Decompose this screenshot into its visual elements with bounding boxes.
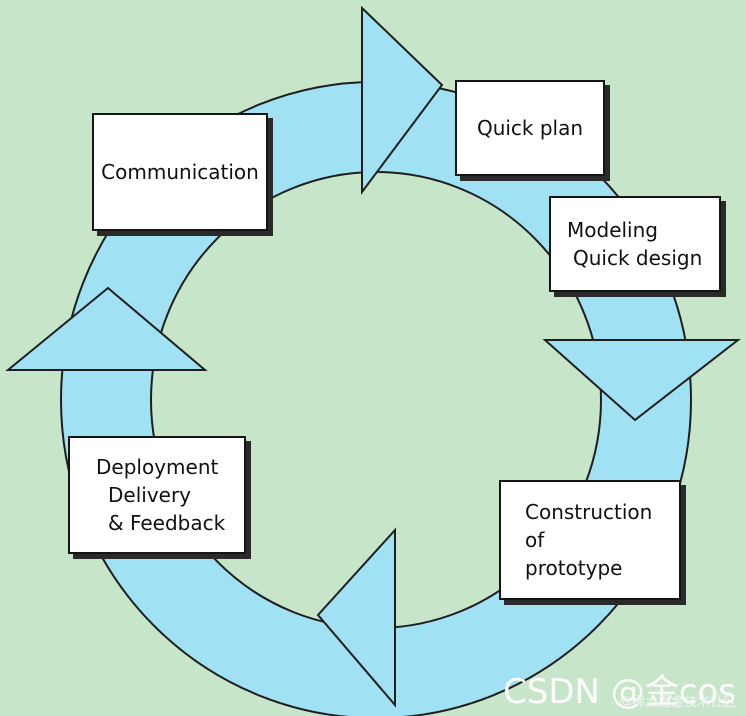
watermark-sub-text: @稀土掘金技术社区 [618,695,736,710]
step-deployment-label-line-2: Delivery [108,483,192,507]
step-modeling-label-line-2: Quick design [573,246,703,270]
step-communication-label: Communication [101,160,259,184]
step-modeling-box: Modeling Quick design [549,196,721,292]
step-construction-label-line-2: of [525,528,545,552]
step-construction-label-line-3: prototype [525,556,623,580]
arrowhead-right [542,339,741,422]
step-modeling-label-line-1: Modeling [567,218,658,242]
step-deployment-label-line-3: & Feedback [108,511,226,535]
arrowhead-left [5,286,208,371]
watermark-main-text: CSDN @金cos [503,672,736,712]
arrowhead-top [361,5,444,196]
step-quick-plan-label: Quick plan [476,116,584,140]
step-communication-box: Communication [92,113,268,231]
step-quick-plan-box: Quick plan [455,80,605,176]
arrowhead-bottom [316,527,396,708]
step-construction-label-line-1: Construction [525,500,653,524]
step-construction-box: Construction of prototype [499,480,681,600]
step-deployment-box: Deployment Delivery & Feedback [68,436,246,554]
step-deployment-label-line-1: Deployment [96,455,219,479]
watermark: CSDN @金cos @稀土掘金技术社区 [503,674,736,710]
